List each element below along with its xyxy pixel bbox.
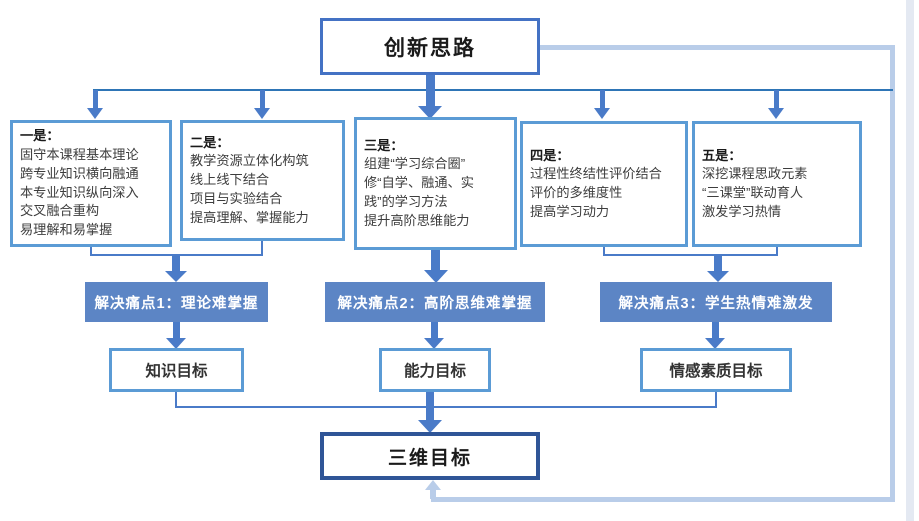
strategy-line: 易理解和易掌握: [20, 221, 113, 237]
goal-knowledge-label: 知识目标: [145, 363, 208, 380]
arrow-pain3-to-goal3-head-icon: [705, 338, 725, 349]
strategy-line: 激发学习热情: [702, 203, 782, 219]
arrow-to-final: [426, 392, 434, 421]
feedback-line-top: [540, 45, 895, 50]
strategy-line: 提高学习动力: [530, 203, 610, 219]
stub-box2: [261, 241, 263, 256]
strategy-line: 提高理解、掌握能力: [190, 209, 309, 225]
strategy-lines: 组建“学习综合圈” 修“自学、融通、实践”的学习方法提升高阶思维能力: [364, 155, 507, 230]
arrow-to-box1-head-icon: [87, 108, 103, 119]
goal-emotion-label: 情感素质目标: [669, 363, 763, 380]
goal-box-knowledge: 知识目标: [109, 348, 244, 392]
strategy-line: 教学资源立体化构筑: [190, 153, 309, 169]
strategy-lines: 深挖课程思政元素 “三课堂”联动育人激发学习热情: [702, 165, 852, 221]
strategy-lines: 过程性终结性评价结合评价的多维度性提高学习动力: [530, 165, 678, 221]
strategy-line: 固守本课程基本理论: [20, 147, 139, 163]
strategy-line: “三课堂”联动育人: [702, 185, 804, 200]
feedback-arrow-up-icon: [425, 480, 441, 490]
strategy-line: 项目与实验结合: [190, 190, 283, 206]
strategy-box-2: 二是： 教学资源立体化构筑线上线下结合项目与实验结合提高理解、掌握能力: [180, 120, 345, 241]
strategy-title: 二是：: [190, 134, 230, 150]
merge-line-goals: [175, 406, 717, 408]
strategy-line: 跨专业知识横向融通: [20, 165, 139, 181]
pain-point-1-label: 解决痛点1：理论难掌握: [94, 295, 259, 312]
stub-box5: [776, 247, 778, 256]
feedback-line-bottom: [431, 497, 895, 502]
strategy-line: 评价的多维度性: [530, 185, 623, 200]
strategy-title: 四是：: [530, 147, 570, 163]
strategy-line: 践”的学习方法: [364, 193, 448, 209]
strategy-title: 五是：: [702, 147, 742, 163]
strategy-line: 组建“学习综合圈”: [364, 156, 466, 172]
pain-point-3: 解决痛点3：学生热情难激发: [600, 282, 832, 322]
stub-goal1: [175, 392, 177, 408]
strategy-line: 过程性终结性评价结合: [530, 166, 662, 182]
merge-line-3: [603, 254, 778, 256]
arrow-to-box2: [260, 90, 265, 109]
arrow-to-pain2-head-icon: [424, 270, 448, 283]
arrow-to-box5: [774, 90, 779, 109]
arrow-pain2-to-goal2-head-icon: [424, 338, 444, 349]
strategy-box-5: 五是： 深挖课程思政元素 “三课堂”联动育人激发学习热情: [692, 121, 862, 247]
arrow-to-box2-head-icon: [254, 108, 270, 119]
strategy-lines: 教学资源立体化构筑线上线下结合项目与实验结合提高理解、掌握能力: [190, 152, 335, 227]
arrow-to-final-head-icon: [418, 420, 442, 433]
arrow-to-box5-head-icon: [768, 108, 784, 119]
feedback-arrow-shaft: [430, 489, 436, 499]
strategy-line: 本专业知识纵向深入: [20, 184, 139, 200]
distribution-line: [93, 89, 893, 91]
arrow-to-box4: [600, 90, 605, 109]
arrow-to-box4-head-icon: [594, 108, 610, 119]
arrow-pain2-to-goal2: [431, 322, 438, 339]
goal-box-ability: 能力目标: [379, 348, 491, 392]
feedback-line-right: [890, 45, 895, 502]
pain-point-2: 解决痛点2：高阶思维难掌握: [325, 282, 545, 322]
strategy-title: 一是：: [20, 128, 60, 144]
stub-goal3: [715, 392, 717, 408]
strategy-line: 交叉融合重构: [20, 203, 100, 219]
title-box: 创新思路: [320, 18, 540, 75]
strategy-title: 三是：: [364, 137, 404, 153]
stub-box1: [90, 247, 92, 256]
strategy-box-3: 三是： 组建“学习综合圈” 修“自学、融通、实践”的学习方法提升高阶思维能力: [354, 117, 517, 250]
arrow-to-pain1-head-icon: [165, 271, 187, 282]
strategy-box-1: 一是： 固守本课程基本理论跨专业知识横向融通本专业知识纵向深入交叉融合重构易理解…: [10, 120, 172, 247]
arrow-title-to-box3-head-icon: [418, 106, 442, 119]
arrow-pain1-to-goal1: [173, 322, 180, 339]
pain-point-1: 解决痛点1：理论难掌握: [85, 282, 268, 322]
arrow-pain1-to-goal1-head-icon: [166, 338, 186, 349]
stub-box4: [603, 247, 605, 256]
arrow-to-pain3-head-icon: [707, 271, 729, 282]
pain-point-2-label: 解决痛点2：高阶思维难掌握: [337, 295, 533, 312]
arrow-pain3-to-goal3: [712, 322, 719, 339]
pain-point-3-label: 解决痛点3：学生热情难激发: [618, 295, 814, 312]
arrow-to-pain1: [172, 255, 180, 272]
final-box: 三维目标: [320, 432, 540, 480]
strategy-line: 线上线下结合: [190, 172, 270, 188]
page-edge: [906, 0, 914, 521]
goal-box-emotion: 情感素质目标: [640, 348, 792, 392]
strategy-lines: 固守本课程基本理论跨专业知识横向融通本专业知识纵向深入交叉融合重构易理解和易掌握: [20, 146, 162, 240]
title-label: 创新思路: [384, 36, 476, 60]
arrow-to-box1: [93, 90, 98, 109]
strategy-line: 提升高阶思维能力: [364, 212, 470, 228]
arrow-to-pain2: [431, 250, 440, 271]
strategy-line: 深挖课程思政元素: [702, 166, 808, 182]
arrow-title-to-box3: [426, 74, 435, 107]
final-label: 三维目标: [387, 447, 472, 469]
arrow-to-pain3: [714, 255, 722, 272]
strategy-box-4: 四是： 过程性终结性评价结合评价的多维度性提高学习动力: [520, 121, 688, 247]
goal-ability-label: 能力目标: [403, 363, 466, 380]
strategy-line: 修“自学、融通、实: [364, 175, 474, 191]
